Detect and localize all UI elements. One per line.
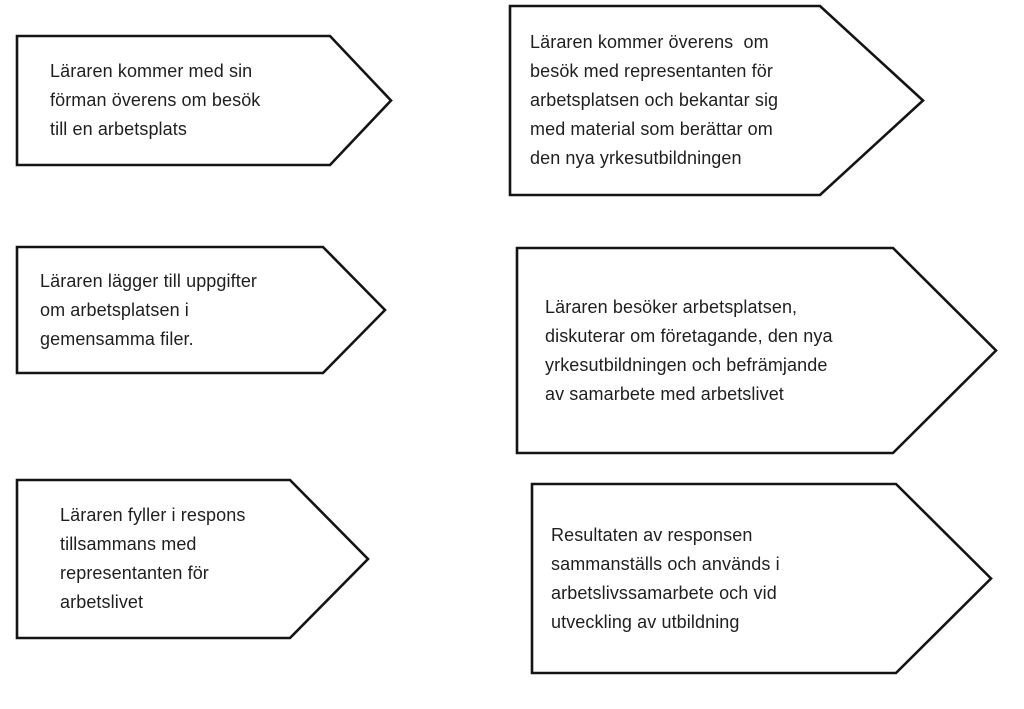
chevron-shape xyxy=(15,245,387,375)
flow-step-4: Läraren besöker arbetsplatsen, diskutera… xyxy=(515,246,998,455)
flow-step-2: Läraren kommer överens om besök med repr… xyxy=(508,4,925,197)
chevron-shape xyxy=(530,482,993,675)
step-text: Resultaten av responsen sammanställs och… xyxy=(551,524,780,632)
step-text: Läraren fyller i respons tillsammans med… xyxy=(60,505,246,612)
chevron-shape xyxy=(508,4,925,197)
flow-step-6: Resultaten av responsen sammanställs och… xyxy=(530,482,993,675)
flow-step-3: Läraren lägger till uppgifter om arbetsp… xyxy=(15,245,387,375)
chevron-shape xyxy=(515,246,998,455)
step-text: Läraren lägger till uppgifter om arbetsp… xyxy=(40,270,258,349)
step-text: Läraren besöker arbetsplatsen, diskutera… xyxy=(545,296,833,404)
step-text: Läraren kommer med sin förman överens om… xyxy=(50,61,261,139)
flow-step-5: Läraren fyller i respons tillsammans med… xyxy=(15,478,370,640)
flow-step-1: Läraren kommer med sin förman överens om… xyxy=(15,34,393,167)
step-text: Läraren kommer överens om besök med repr… xyxy=(530,32,779,168)
chevron-shape xyxy=(15,34,393,167)
chevron-shape xyxy=(15,478,370,640)
